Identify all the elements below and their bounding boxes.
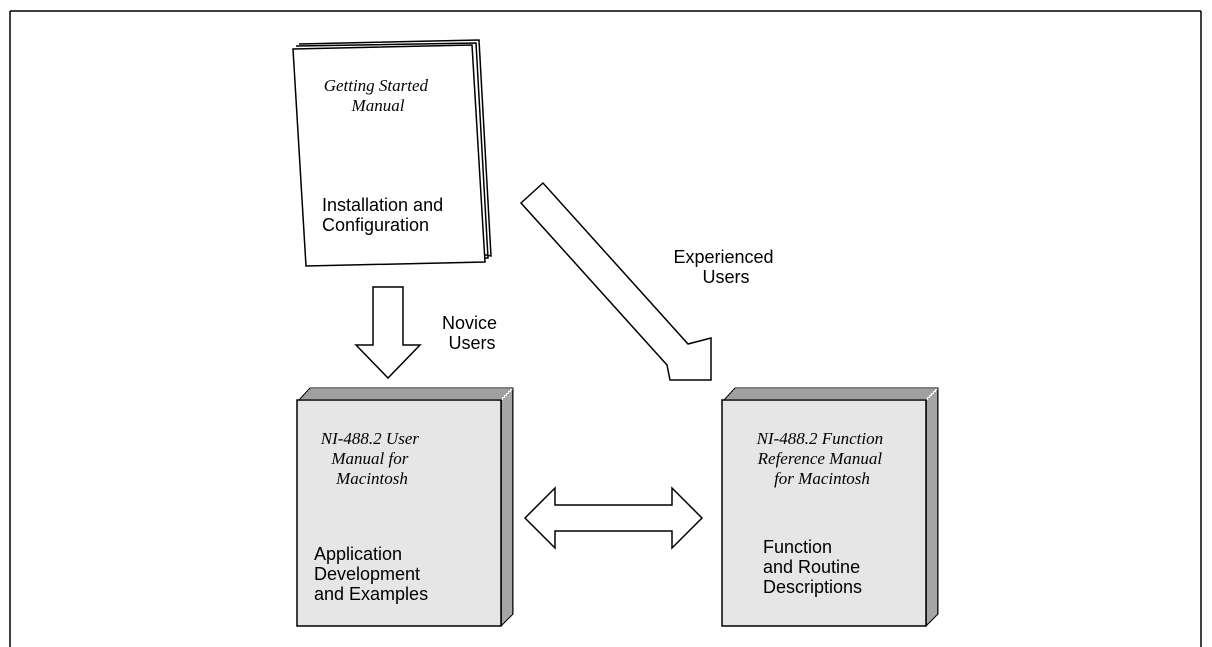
novice-down-arrow: [354, 286, 422, 380]
getting-started-subtitle-line-1: Installation and: [322, 195, 443, 215]
svg-text:Installation and Configu: Installation and Configuration: [322, 195, 448, 235]
function-reference-title-line-3: for Macintosh: [774, 469, 870, 488]
user-manual-subtitle-line-3: and Examples: [314, 584, 428, 604]
user-manual-subtitle-line-1: Application: [314, 544, 402, 564]
svg-text:Function and Routine: Function and Routine Descriptions: [763, 537, 865, 597]
function-reference-subtitle-line-2: and Routine: [763, 557, 860, 577]
svg-text:Application Development: Application Development and Examples: [314, 544, 428, 604]
user-manual-title-line-1: NI-488.2 User: [320, 429, 420, 448]
getting-started-subtitle-line-2: Configuration: [322, 215, 429, 235]
getting-started-title-line-2: Manual: [351, 96, 405, 115]
experienced-diagonal-arrow: [519, 181, 712, 381]
svg-text:NI-488.2 Function Refere: NI-488.2 Function Reference Manual for M…: [756, 429, 888, 488]
svg-text:Novice Users: Novice Users: [442, 313, 502, 353]
svg-text:Getting Started Manual: Getting Started Manual: [324, 76, 433, 115]
svg-text:Experienced Users: Experienced Users: [673, 247, 778, 287]
function-reference-title-line-2: Reference Manual: [757, 449, 883, 468]
user-manual-title-line-3: Macintosh: [335, 469, 408, 488]
experienced-label-line-2: Users: [702, 267, 749, 287]
getting-started-title-line-1: Getting Started: [324, 76, 429, 95]
function-reference-book: NI-488.2 Function Reference Manual for M…: [721, 387, 939, 627]
user-manual-book: NI-488.2 User Manual for Macintosh Appli…: [296, 387, 514, 627]
experienced-label-line-1: Experienced: [673, 247, 773, 267]
double-headed-arrow: [523, 486, 704, 550]
novice-label-line-1: Novice: [442, 313, 497, 333]
figure-frame: [9, 10, 1202, 647]
getting-started-manual: Getting Started Manual Installation and …: [292, 39, 492, 267]
user-manual-title-line-2: Manual for: [330, 449, 408, 468]
function-reference-subtitle-line-1: Function: [763, 537, 832, 557]
function-reference-subtitle-line-3: Descriptions: [763, 577, 862, 597]
novice-label-line-2: Users: [448, 333, 495, 353]
function-reference-title-line-1: NI-488.2 Function: [756, 429, 884, 448]
user-manual-subtitle-line-2: Development: [314, 564, 420, 584]
svg-text:NI-488.2 User Manual for: NI-488.2 User Manual for Macintosh: [320, 429, 423, 488]
